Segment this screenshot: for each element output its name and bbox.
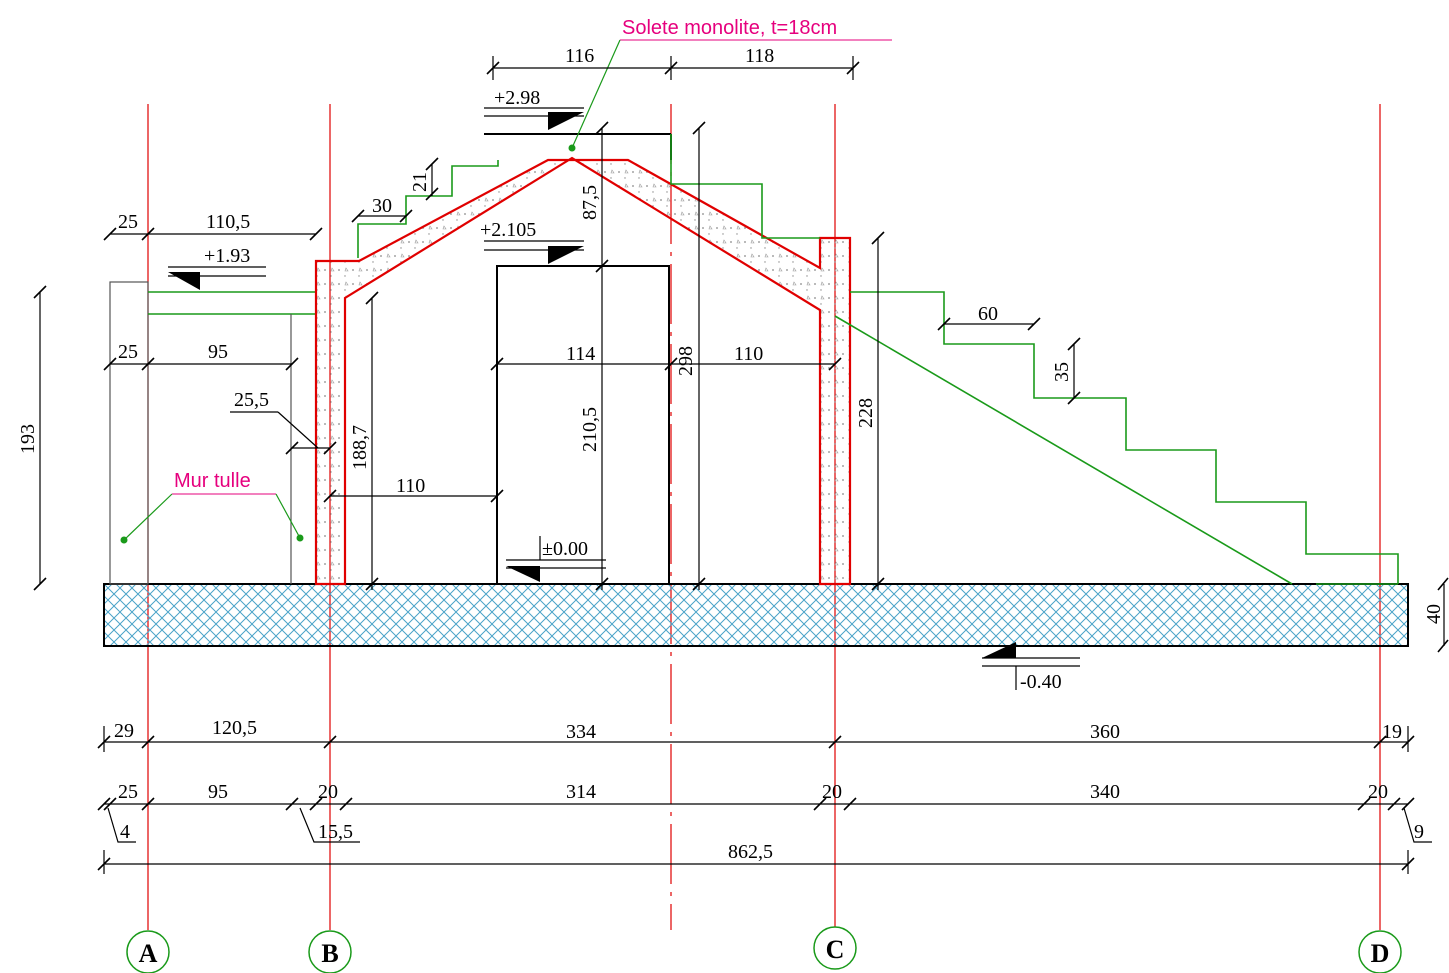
- dim-25-5-label: 25,5: [234, 389, 269, 411]
- level-zero-label: ±0.00: [542, 538, 588, 560]
- dim-row1-19: 19: [1382, 721, 1402, 743]
- axis-bubble-c: C: [813, 926, 857, 970]
- dim-total: 862,5: [97, 841, 1415, 874]
- dim-row2-9: 9: [1414, 821, 1424, 843]
- dim-21: 21: [409, 157, 439, 201]
- dim-top-chain: 116 118: [486, 45, 860, 80]
- dim-60: 60: [937, 303, 1041, 331]
- slab-note: Solete monolite, t=18cm: [568, 17, 892, 152]
- axis-bubble-d: D: [1358, 930, 1402, 973]
- dim-25-5: 25,5: [230, 389, 337, 455]
- dim-total-label: 862,5: [728, 841, 773, 863]
- dim-210-5-label: 210,5: [579, 407, 601, 452]
- dim-193-label: 193: [17, 424, 39, 454]
- dim-40: 40: [1423, 577, 1449, 653]
- dim-228-label: 228: [855, 398, 877, 428]
- dim-110-5: 110,5: [206, 211, 250, 233]
- dim-row2-20c: 20: [1368, 781, 1388, 803]
- dim-35: 35: [1051, 337, 1081, 405]
- axis-a-label: A: [139, 939, 158, 968]
- dim-110-interior: 110: [323, 475, 504, 503]
- dim-row2-4: 4: [120, 821, 130, 843]
- dim-row-1: 29 120,5 334 360 19: [97, 717, 1415, 752]
- dim-110-b: 110: [734, 343, 763, 365]
- axis-d-label: D: [1371, 939, 1390, 968]
- level-marker-zero: ±0.00: [506, 536, 606, 582]
- dim-116: 116: [565, 45, 594, 67]
- dim-row2-20b: 20: [822, 781, 842, 803]
- dim-25-top: 25: [118, 211, 138, 233]
- level-top-label: +2.98: [494, 87, 540, 109]
- axis-c-label: C: [826, 935, 845, 964]
- dim-210-5: 210,5: [579, 259, 609, 591]
- wall-note: Mur tulle: [120, 470, 304, 544]
- dim-row2-95: 95: [208, 781, 228, 803]
- brick-wall: [109, 281, 315, 585]
- dim-row1-29: 29: [114, 720, 134, 742]
- level-marker-bottom: -0.40: [982, 642, 1080, 693]
- dim-21-label: 21: [409, 172, 431, 192]
- dim-110-a: 110: [396, 475, 425, 497]
- dim-25-95: 25 95: [103, 341, 299, 371]
- dim-193: 193: [17, 285, 47, 591]
- dim-25-110: 25 110,5: [103, 211, 323, 241]
- dim-row1-334: 334: [566, 721, 596, 743]
- dim-114-label: 114: [566, 343, 595, 365]
- level-marker-ceiling: +2.105: [480, 219, 584, 264]
- level-marker-left: +1.93: [168, 245, 266, 290]
- dim-row1-360: 360: [1090, 721, 1120, 743]
- axis-bubble-b: B: [308, 930, 352, 973]
- dim-row-2: 25 95 20 314 20 340 20 4 15,5 9: [97, 781, 1432, 843]
- dim-298-label: 298: [675, 346, 697, 376]
- level-bottom-label: -0.40: [1020, 671, 1062, 693]
- dim-row2-25: 25: [118, 781, 138, 803]
- level-left-label: +1.93: [204, 245, 250, 267]
- dim-228: 228: [855, 231, 885, 591]
- foundation-slab: [103, 583, 1409, 647]
- dim-35-label: 35: [1051, 362, 1073, 382]
- level-marker-top: +2.98: [484, 87, 584, 130]
- slab-note-label: Solete monolite, t=18cm: [622, 17, 837, 39]
- level-ceiling-label: +2.105: [480, 219, 536, 241]
- dim-row2-15-5: 15,5: [318, 821, 353, 843]
- dim-row1-120-5: 120,5: [212, 717, 257, 739]
- axis-bubble-a: A: [126, 930, 170, 973]
- dim-25-mid: 25: [118, 341, 138, 363]
- dim-298: 298: [675, 121, 706, 591]
- dim-30-label: 30: [372, 195, 392, 217]
- dim-188-7-label: 188,7: [349, 425, 371, 470]
- dim-40-label: 40: [1423, 604, 1445, 624]
- dim-row2-340: 340: [1090, 781, 1120, 803]
- stair-outline: [357, 134, 1399, 585]
- dim-114-110: 114 110: [490, 343, 842, 371]
- wall-note-label: Mur tulle: [174, 470, 251, 492]
- dim-95-mid: 95: [208, 341, 228, 363]
- dim-30: 30: [351, 195, 413, 223]
- dim-87-5: 87,5: [579, 121, 609, 266]
- dim-87-5-label: 87,5: [579, 185, 601, 220]
- dim-60-label: 60: [978, 303, 998, 325]
- dim-118: 118: [745, 45, 774, 67]
- axis-b-label: B: [321, 939, 338, 968]
- dim-row2-20a: 20: [318, 781, 338, 803]
- dim-row2-314: 314: [566, 781, 596, 803]
- concrete-frame: [314, 156, 852, 586]
- dim-188-7: 188,7: [349, 291, 379, 591]
